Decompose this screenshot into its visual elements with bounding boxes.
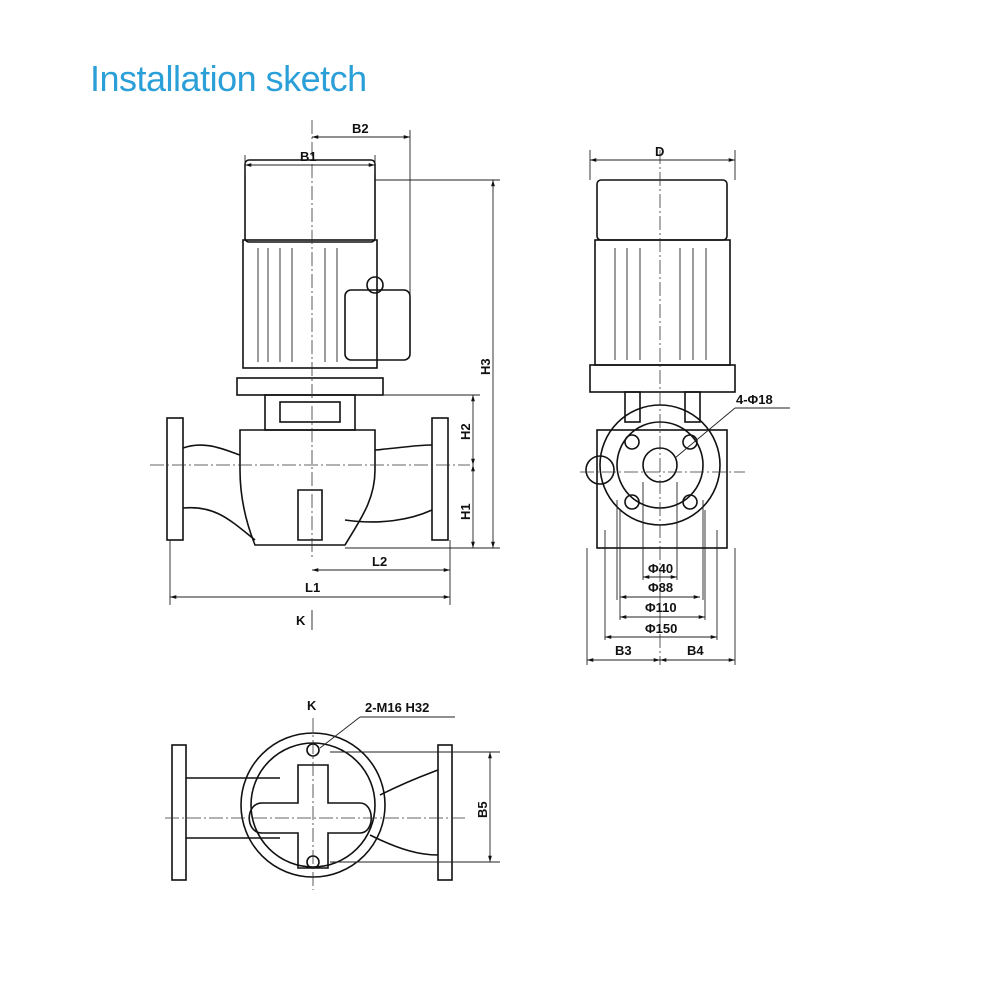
- dim-b4-label: B4: [687, 643, 704, 658]
- dim-b2-label: B2: [352, 121, 369, 136]
- dim-l1-label: L1: [305, 580, 320, 595]
- page-title: Installation sketch: [90, 58, 367, 99]
- dim-l2-label: L2: [372, 554, 387, 569]
- dim-d110-label: Φ110: [645, 600, 677, 615]
- dim-d40-label: Φ40: [648, 561, 673, 576]
- dim-d150-label: Φ150: [645, 621, 677, 636]
- dim-h3-label: H3: [478, 358, 493, 375]
- dim-b1-label: B1: [300, 149, 317, 164]
- dim-b5-label: B5: [475, 801, 490, 818]
- view-k-top-label: K: [307, 698, 317, 713]
- dim-h1-label: H1: [458, 503, 473, 520]
- bolts-label: 2-M16 H32: [365, 700, 429, 715]
- dim-d-label: D: [655, 144, 664, 159]
- view-k-label: K: [296, 613, 306, 628]
- dim-d88-label: Φ88: [648, 580, 673, 595]
- holes-label: 4-Φ18: [736, 392, 773, 407]
- front-view: B2 B1 H3 H2 H1 L2 L1 K: [150, 120, 500, 630]
- side-view: D 4-Φ18 Φ40 Φ88 Φ110 Φ150 B3 B4: [580, 144, 790, 665]
- dim-b3-label: B3: [615, 643, 632, 658]
- dim-h2-label: H2: [458, 423, 473, 440]
- top-view: K 2-M16 H32 B5: [165, 698, 500, 890]
